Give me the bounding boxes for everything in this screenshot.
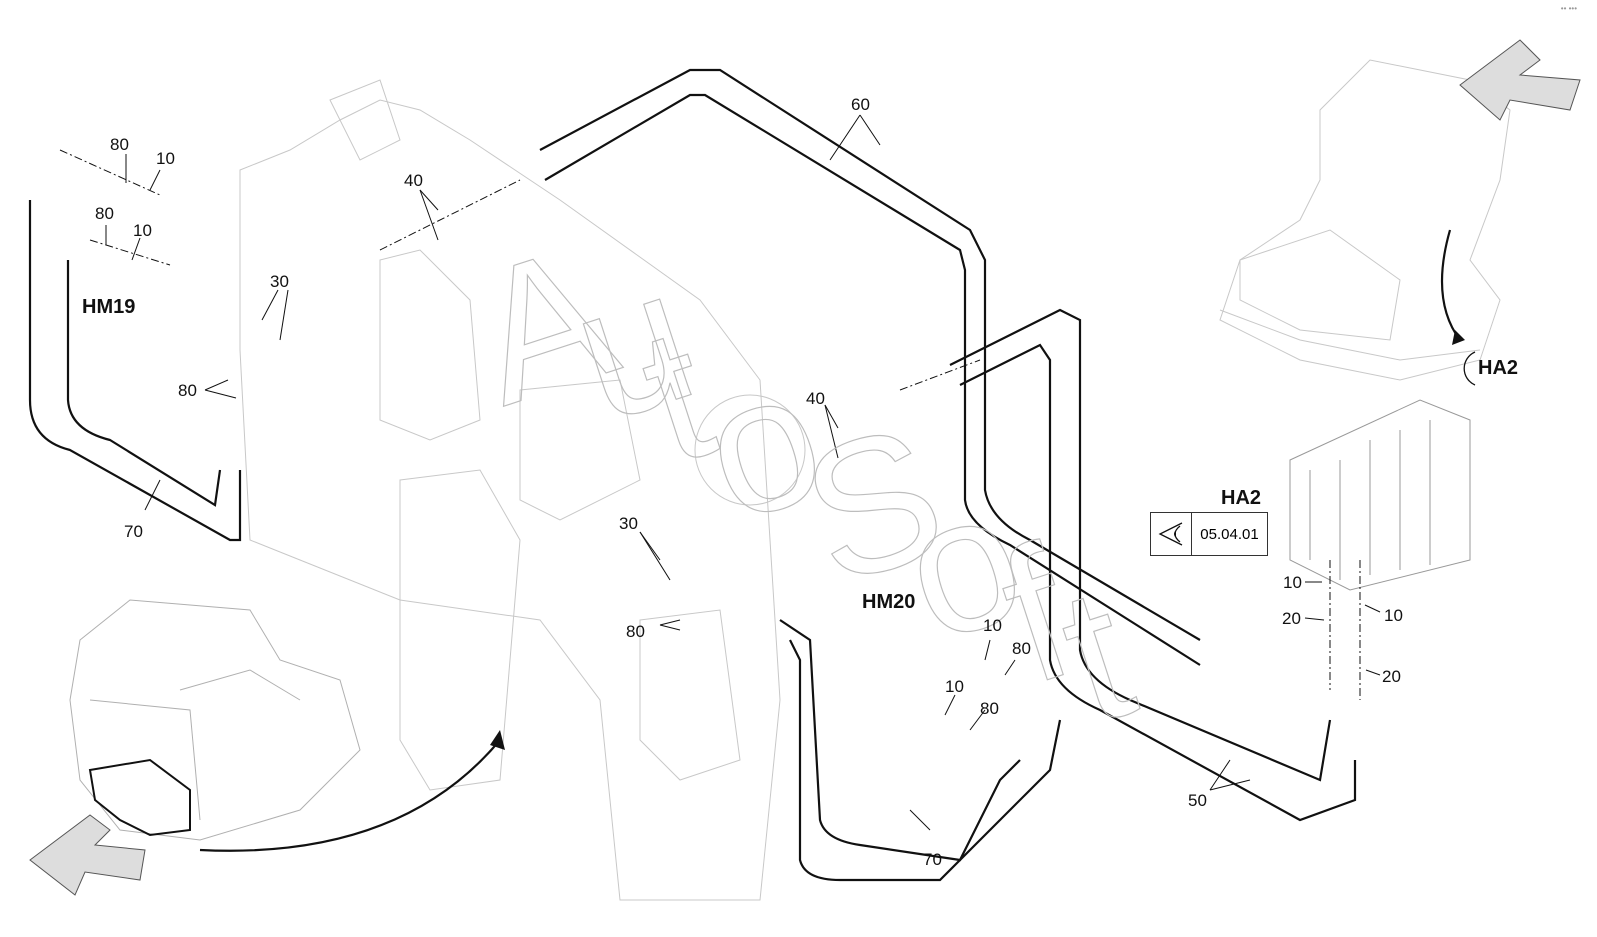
callout-80: 80 bbox=[626, 622, 645, 641]
callout-80: 80 bbox=[1012, 639, 1031, 658]
callout-10: 10 bbox=[133, 221, 152, 240]
callout-30: 30 bbox=[619, 514, 638, 533]
label-hm20: HM20 bbox=[862, 591, 916, 613]
callout-20: 20 bbox=[1382, 667, 1401, 686]
paver-top-right bbox=[1219, 59, 1511, 381]
callout-10: 10 bbox=[1384, 606, 1403, 625]
frame-outline bbox=[239, 79, 806, 901]
corner-marks: •• ••• bbox=[1560, 4, 1577, 13]
callout-70: 70 bbox=[923, 850, 942, 869]
center-lines bbox=[59, 149, 1361, 700]
highlight-bottom-left bbox=[88, 758, 191, 837]
hose-lines bbox=[28, 68, 1357, 882]
callout-20: 20 bbox=[1282, 609, 1301, 628]
callout-80: 80 bbox=[95, 204, 114, 223]
callout-50: 50 bbox=[1188, 791, 1207, 810]
callout-60: 60 bbox=[851, 95, 870, 114]
callout-80: 80 bbox=[980, 699, 999, 718]
callout-leaders bbox=[105, 114, 1381, 831]
callout-30: 30 bbox=[270, 272, 289, 291]
callout-10: 10 bbox=[1283, 573, 1302, 592]
reference-code: 05.04.01 bbox=[1200, 525, 1259, 543]
callout-80: 80 bbox=[178, 381, 197, 400]
label-ha2-view: HA2 bbox=[1478, 357, 1519, 379]
callout-10: 10 bbox=[983, 616, 1002, 635]
label-ha2-valve: HA2 bbox=[1221, 487, 1262, 509]
callout-10: 10 bbox=[156, 149, 175, 168]
callout-80: 80 bbox=[110, 135, 129, 154]
callout-40: 40 bbox=[404, 171, 423, 190]
reference-box[interactable]: 05.04.01 bbox=[1150, 512, 1268, 556]
paver-bottom-left bbox=[69, 599, 361, 841]
valve-block bbox=[1289, 399, 1471, 591]
callout-10: 10 bbox=[945, 677, 964, 696]
label-hm19: HM19 bbox=[82, 296, 136, 318]
callout-70: 70 bbox=[124, 522, 143, 541]
eye-icon bbox=[1151, 513, 1192, 555]
callout-40: 40 bbox=[806, 389, 825, 408]
arrows bbox=[29, 39, 1581, 896]
